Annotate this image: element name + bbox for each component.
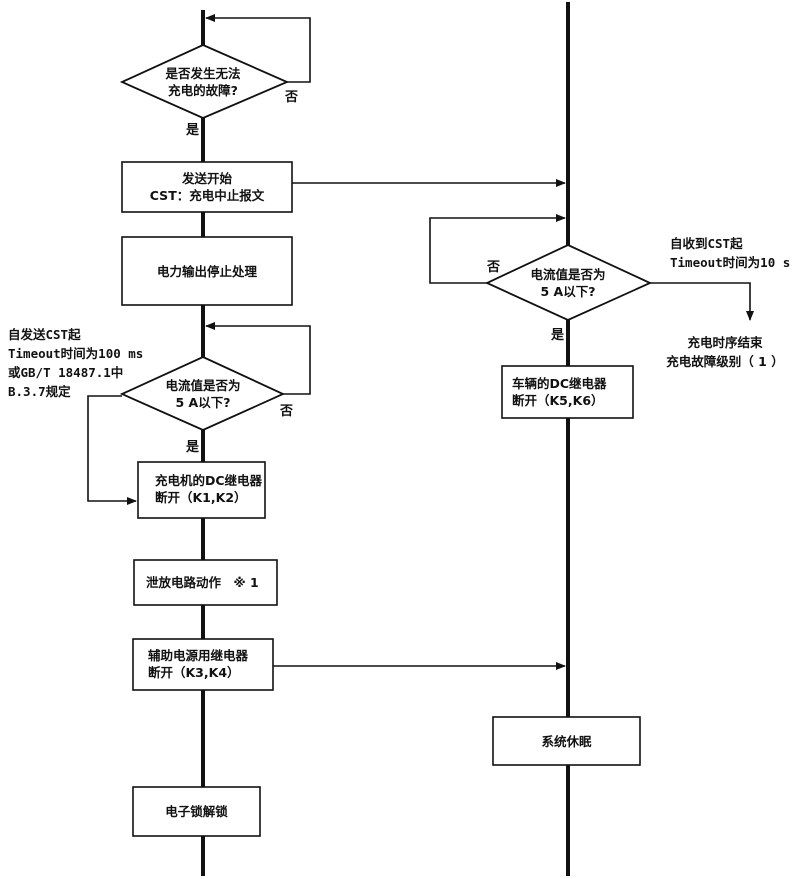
aux-relay-line1: 辅助电源用继电器 (148, 648, 249, 663)
left-timeout-path (87, 395, 137, 505)
discharge-box (133, 559, 278, 606)
right-current-no-loop (429, 214, 566, 284)
charger-dc-relay-line1: 充电机的DC继电器 (155, 473, 263, 488)
end-note: 充电时序结束 充电故障级别（ 1 ） (660, 333, 790, 371)
right-timeout-path (650, 282, 754, 321)
right-current-decision-diamond (484, 244, 653, 321)
vehicle-dc-relay-text: 车辆的DC继电器 断开（K5,K6） (512, 375, 607, 409)
fault-decision-diamond (119, 44, 290, 119)
right-timeout-line1: 自收到CST起 (670, 236, 743, 251)
end-note-line1: 充电时序结束 (687, 335, 763, 350)
end-note-line2: 充电故障级别（ 1 ） (666, 354, 784, 369)
right-current-line2: 5 A以下? (540, 284, 596, 299)
sleep-text: 系统休眠 (541, 734, 592, 749)
right-current-yes-label: 是 (551, 328, 565, 343)
left-current-no-label: 否 (280, 404, 294, 419)
send-cst-line2: CST：充电中止报文 (149, 188, 265, 203)
right-current-decision-text: 电流值是否为 5 A以下? (493, 266, 643, 300)
fault-decision-line2: 充电的故障? (168, 83, 238, 98)
send-cst-line1: 发送开始 (181, 171, 232, 186)
power-stop-text: 电力输出停止处理 (156, 264, 257, 279)
left-timeout-line2: Timeout时间为100 ms (8, 346, 144, 361)
left-current-decision-diamond (119, 356, 286, 431)
charger-dc-relay-text: 充电机的DC继电器 断开（K1,K2） (155, 472, 262, 506)
unlock-text: 电子锁解锁 (165, 804, 228, 819)
left-timeout-line1: 自发送CST起 (8, 327, 81, 342)
aux-relay-line2: 断开（K3,K4） (148, 665, 240, 680)
left-current-line1: 电流值是否为 (165, 378, 241, 393)
left-timeout-note: 自发送CST起 Timeout时间为100 ms 或GB/T 18487.1中 … (8, 325, 143, 401)
right-current-line1: 电流值是否为 (530, 267, 606, 282)
vehicle-dc-relay-line2: 断开（K5,K6） (512, 393, 604, 408)
aux-relay-text: 辅助电源用继电器 断开（K3,K4） (148, 647, 248, 681)
sleep-box (492, 716, 641, 766)
left-current-line2: 5 A以下? (175, 395, 231, 410)
fault-decision-text: 是否发生无法 充电的故障? (128, 65, 278, 99)
fault-yes-label: 是 (186, 123, 200, 138)
left-current-yes-label: 是 (186, 440, 200, 455)
right-timeout-line2: Timeout时间为10 s (670, 255, 791, 270)
send-cst-text: 发送开始 CST：充电中止报文 (122, 170, 292, 204)
vehicle-dc-relay-line1: 车辆的DC继电器 (512, 376, 607, 391)
vehicle-dc-relay-box (501, 365, 634, 419)
right-timeout-note: 自收到CST起 Timeout时间为10 s (670, 234, 790, 272)
fault-no-label: 否 (285, 90, 299, 105)
left-timeout-line3: 或GB/T 18487.1中 (8, 365, 124, 380)
fault-no-loop (205, 14, 311, 83)
left-timeout-line4: B.3.7规定 (8, 384, 71, 399)
aux-relay-box (132, 638, 274, 691)
charger-dc-relay-box (137, 461, 266, 519)
right-current-no-label: 否 (487, 260, 501, 275)
unlock-box (132, 786, 261, 837)
power-stop-box (121, 236, 293, 306)
left-current-decision-text: 电流值是否为 5 A以下? (128, 377, 278, 411)
fault-decision-line1: 是否发生无法 (165, 66, 241, 81)
charger-dc-relay-line2: 断开（K1,K2） (155, 490, 247, 505)
left-current-no-loop (205, 322, 311, 395)
discharge-text: 泄放电路动作 ※ 1 (146, 575, 259, 590)
send-cst-box (121, 161, 293, 213)
